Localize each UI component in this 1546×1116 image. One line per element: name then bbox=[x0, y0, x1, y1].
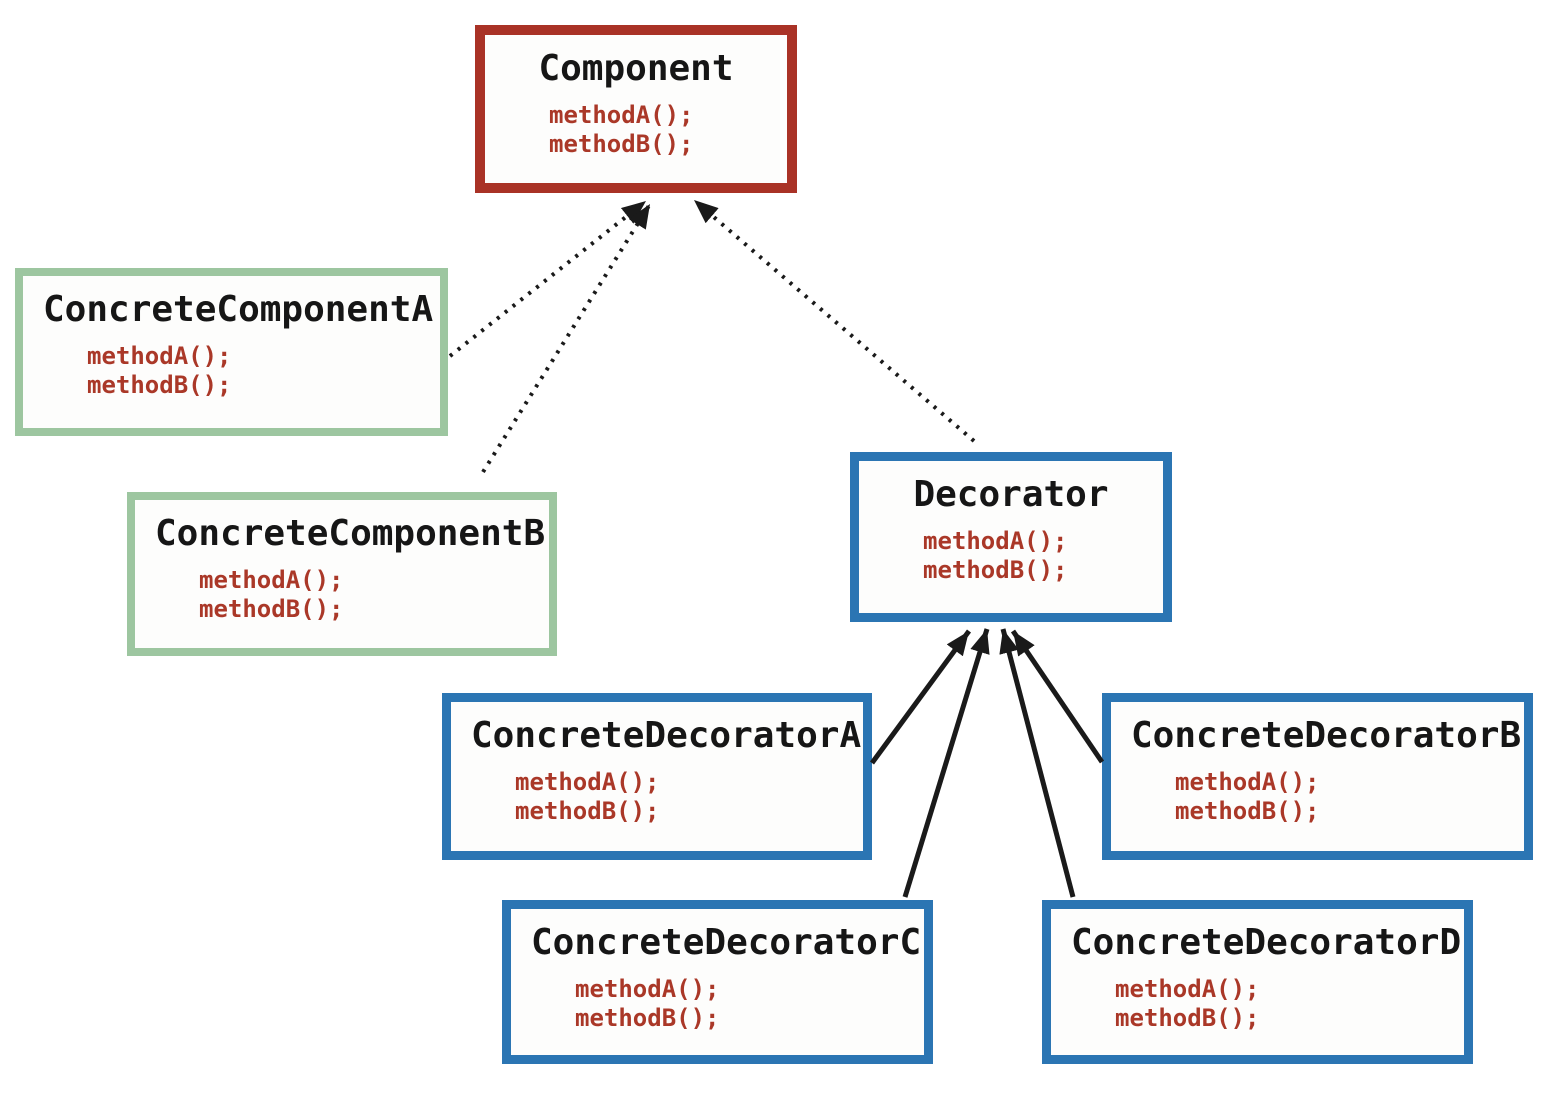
class-methods: methodA(); methodB(); bbox=[1175, 768, 1524, 826]
method-line: methodA(); bbox=[515, 768, 660, 797]
class-title: Component bbox=[538, 48, 734, 89]
class-title: Decorator bbox=[913, 474, 1109, 515]
class-methods: methodA(); methodB(); bbox=[923, 527, 1163, 585]
method-line: methodB(); bbox=[575, 1004, 720, 1033]
class-box-component: Component methodA(); methodB(); bbox=[475, 25, 797, 193]
method-line: methodA(); bbox=[1175, 768, 1320, 797]
inheritance-arrow-concretecomponenta-to-component bbox=[448, 199, 648, 358]
class-methods: methodA(); methodB(); bbox=[515, 768, 863, 826]
inheritance-arrow-concretedecoratorb-to-decorator bbox=[1010, 629, 1105, 764]
method-line: methodA(); bbox=[549, 101, 694, 130]
class-box-concretedecoratord: ConcreteDecoratorD methodA(); methodB(); bbox=[1042, 900, 1473, 1064]
method-line: methodB(); bbox=[87, 371, 232, 400]
class-methods: methodA(); methodB(); bbox=[199, 566, 549, 624]
class-methods: methodA(); methodB(); bbox=[549, 101, 787, 159]
class-title: ConcreteDecoratorB bbox=[1131, 715, 1522, 756]
method-line: methodA(); bbox=[87, 342, 232, 371]
method-line: methodB(); bbox=[1115, 1004, 1260, 1033]
class-box-concretecomponentb: ConcreteComponentB methodA(); methodB(); bbox=[127, 492, 557, 656]
class-title: ConcreteDecoratorA bbox=[471, 715, 862, 756]
inheritance-arrow-concretedecoratorc-to-decorator bbox=[902, 628, 990, 898]
method-line: methodA(); bbox=[575, 975, 720, 1004]
class-title: ConcreteDecoratorD bbox=[1071, 922, 1462, 963]
class-title: ConcreteComponentB bbox=[155, 513, 546, 554]
method-line: methodA(); bbox=[1115, 975, 1260, 1004]
inheritance-arrow-decorator-to-component bbox=[692, 198, 976, 443]
class-title: ConcreteDecoratorC bbox=[531, 922, 922, 963]
class-title: ConcreteComponentA bbox=[43, 289, 434, 330]
class-box-concretedecoratorb: ConcreteDecoratorB methodA(); methodB(); bbox=[1102, 693, 1533, 860]
inheritance-arrow-concretedecoratord-to-decorator bbox=[999, 628, 1076, 898]
inheritance-arrow-concretecomponentb-to-component bbox=[481, 202, 652, 474]
method-line: methodB(); bbox=[923, 556, 1068, 585]
class-methods: methodA(); methodB(); bbox=[87, 342, 440, 400]
inheritance-arrow-concretedecoratora-to-decorator bbox=[869, 629, 972, 765]
method-line: methodB(); bbox=[1175, 797, 1320, 826]
method-line: methodB(); bbox=[199, 595, 344, 624]
method-line: methodA(); bbox=[199, 566, 344, 595]
class-box-concretecomponenta: ConcreteComponentA methodA(); methodB(); bbox=[15, 268, 448, 436]
class-box-concretedecoratora: ConcreteDecoratorA methodA(); methodB(); bbox=[442, 693, 872, 860]
class-methods: methodA(); methodB(); bbox=[575, 975, 924, 1033]
class-methods: methodA(); methodB(); bbox=[1115, 975, 1464, 1033]
method-line: methodB(); bbox=[549, 130, 694, 159]
class-box-decorator: Decorator methodA(); methodB(); bbox=[850, 452, 1172, 622]
method-line: methodA(); bbox=[923, 527, 1068, 556]
class-box-concretedecoratorc: ConcreteDecoratorC methodA(); methodB(); bbox=[502, 900, 933, 1064]
method-line: methodB(); bbox=[515, 797, 660, 826]
